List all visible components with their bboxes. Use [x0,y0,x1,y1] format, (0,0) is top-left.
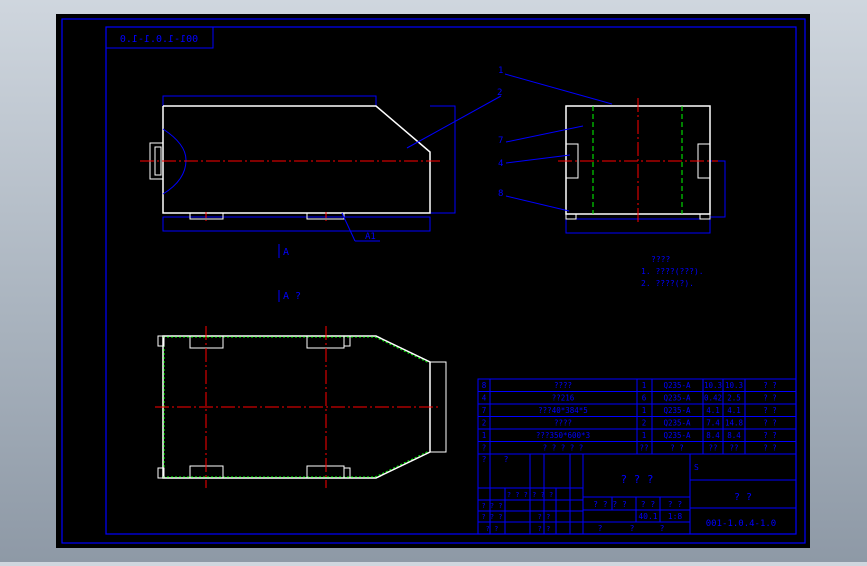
sheet-b: ? [630,524,635,533]
balloon-4: 4 [498,159,503,169]
bom-cell-no: ? [482,444,487,453]
scale-value: 1:8 [668,512,683,521]
bom-cell-mat: Q235-A [663,381,691,390]
scale-header-b: ? ? [641,500,656,509]
s-mark: S [694,463,699,472]
bom-cell-no: 1 [482,431,487,440]
sign-row-e: ? ? [538,513,551,521]
plan-view-label: A ? [283,291,301,302]
bom-cell-qty: 6 [642,394,647,403]
notes-line-1: 1. ????(???). [641,267,704,276]
mirrored-number-box: 001-1.0.1-1.0 [105,26,214,49]
bom-cell-mat: Q235-A [663,406,691,415]
sheet-c: ? [660,524,665,533]
balloon-8: 8 [498,189,503,199]
plan-view: A ? [155,290,447,488]
sign-row-a: ? ? ? ? ? ? [507,491,553,499]
sheet-a: ? [598,524,603,533]
bom-cell-name: ???40*384*5 [538,406,588,415]
bom-cell-total: 8.4 [727,431,741,440]
title-block-text: ? ? ? ? ? 001-1.0.4-1.0 S ? ? ? ? ? ? ? … [481,455,776,533]
title-block [477,453,797,535]
bom-cell-total: 14.8 [725,419,744,428]
weight-value: 40.1 [638,512,657,521]
drawing-number: 001-1.0.4-1.0 [706,519,776,529]
bom-cell-note: ? ? [763,419,777,428]
bom-cell-unit: ?? [708,444,717,453]
bom-cell-name: ? ? ? ? ? [543,444,584,453]
bom-cell-name: ??216 [552,394,575,403]
bom-cell-total: 4.1 [727,406,741,415]
company-name: ? ? [734,492,752,503]
notes-line-2: 2. ????(?). [641,279,694,288]
bom-cell-unit: 10.3 [704,381,722,390]
bom-cell-mat: Q235-A [663,394,691,403]
mirrored-drawing-number: 001-1.0.1-1.0 [120,34,198,45]
notes-title: ???? [651,255,670,264]
bom-cell-unit: 0.42 [704,394,722,403]
bom-cell-name: ???350*600*3 [536,431,590,440]
bom-cell-qty: 2 [642,419,647,428]
view-label-a: A [283,247,289,258]
outer-frame [61,18,806,544]
bom-cell-qty: 1 [642,431,647,440]
bom-cell-note: ? ? [763,406,777,415]
bom-cell-mat: Q235-A [663,431,691,440]
balloon-2: 2 [497,88,502,98]
sign-row-d: ? ? [486,525,499,533]
bom-cell-no: 8 [482,381,487,390]
bom-cell-qty: 1 [642,406,647,415]
bom-cell-qty: ?? [639,444,648,453]
bom-cell-unit: 4.1 [706,406,720,415]
front-view: A1 A [140,95,456,258]
bom-cell-mat: Q235-A [663,419,691,428]
balloon-leaders: 1 2 7 4 8 [406,66,613,212]
bom-cell-total: ?? [729,444,738,453]
bom-cell-note: ? ? [763,431,777,440]
scale-header-c: ? ? [668,500,683,509]
section-label: A1 [365,232,376,242]
bom-cell-total: 10.3 [725,381,743,390]
scale-header-a: ? ? ? ? [593,500,627,509]
bom-cell-name: ???? [554,381,572,390]
technical-notes: ???? 1. ????(???). 2. ????(?). [641,255,704,288]
bom-cell-total: 2.5 [727,394,741,403]
box-body-outline [162,105,431,214]
balloon-7: 7 [498,136,503,146]
bom-cell-qty: 1 [642,381,647,390]
sign-row-c: ? ? ? [481,513,502,521]
bom-cell-unit: 8.4 [706,431,720,440]
bom-cell-no: 2 [482,419,487,428]
side-view [558,98,726,234]
balloon-1: 1 [498,66,503,76]
handle-arc [162,128,187,195]
sign-row-b: ? ? ? [481,502,502,510]
inner-frame [105,26,797,535]
bom-cell-no: 7 [482,406,487,415]
upper-b: ? [504,455,509,464]
bom-cell-no: 4 [482,394,487,403]
bom-cell-unit: 7.4 [706,419,720,428]
bom-cell-name: ???? [554,419,572,428]
bom-cell-note: ? ? [763,394,777,403]
sign-row-f: ? ? [538,525,551,533]
bom-cell-mat: ? ? [670,444,684,453]
part-name: ? ? ? [620,473,653,486]
drawing-sheet [56,14,810,548]
upper-a: ? [482,455,487,464]
bom-cell-note: ? ? [763,381,777,390]
bom-cell-note: ? ? [763,444,777,453]
base-channel-outline [162,216,431,232]
